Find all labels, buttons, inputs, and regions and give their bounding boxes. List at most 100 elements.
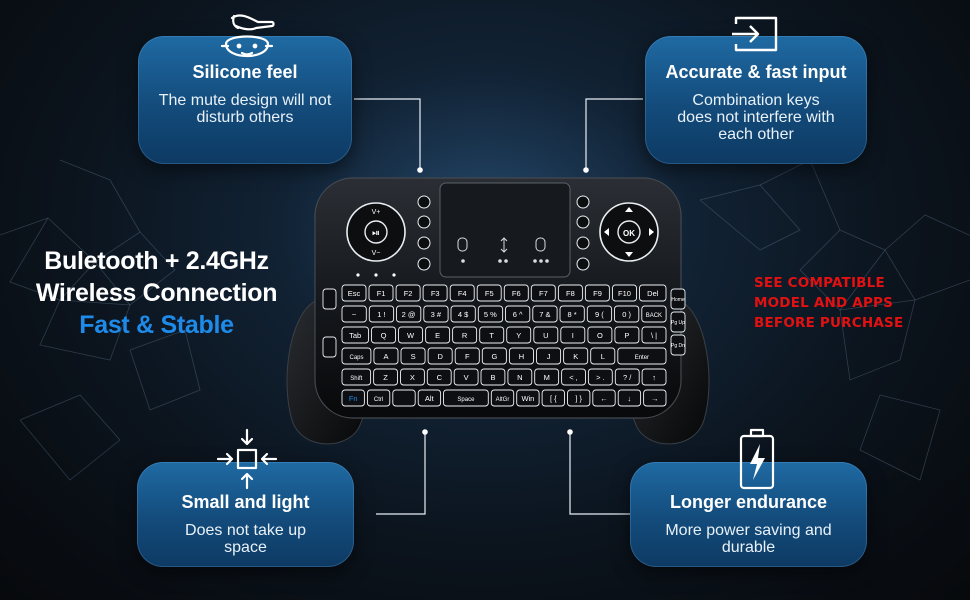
key[interactable] bbox=[557, 284, 583, 302]
key[interactable] bbox=[423, 305, 449, 323]
key[interactable] bbox=[366, 389, 391, 407]
key[interactable] bbox=[612, 284, 637, 302]
key[interactable] bbox=[532, 305, 558, 323]
key[interactable] bbox=[341, 389, 365, 407]
key[interactable] bbox=[341, 305, 367, 323]
key-label: F1 bbox=[377, 289, 386, 298]
key-label: W bbox=[407, 331, 415, 340]
side-key-right-3[interactable] bbox=[670, 334, 686, 356]
key[interactable] bbox=[453, 368, 479, 386]
key[interactable] bbox=[477, 305, 504, 323]
key[interactable] bbox=[643, 389, 667, 407]
key[interactable] bbox=[398, 326, 423, 344]
key[interactable] bbox=[533, 326, 559, 344]
key[interactable] bbox=[617, 389, 642, 407]
key[interactable] bbox=[560, 326, 586, 344]
play-pause-label: ⏯ bbox=[372, 228, 380, 239]
side-key-right-2[interactable] bbox=[670, 311, 686, 333]
key[interactable] bbox=[587, 326, 613, 344]
key[interactable] bbox=[341, 284, 367, 302]
key[interactable] bbox=[534, 368, 560, 386]
side-key-left-bottom[interactable] bbox=[322, 336, 337, 358]
key[interactable] bbox=[503, 284, 529, 302]
key[interactable] bbox=[341, 368, 372, 386]
key-label: Fn bbox=[349, 394, 358, 403]
key[interactable] bbox=[392, 389, 416, 407]
key[interactable] bbox=[567, 389, 591, 407]
key[interactable] bbox=[507, 368, 533, 386]
key[interactable] bbox=[480, 368, 506, 386]
key[interactable] bbox=[400, 368, 425, 386]
key-label: 3 # bbox=[431, 310, 442, 319]
key-label: F5 bbox=[485, 289, 494, 298]
key[interactable] bbox=[479, 326, 505, 344]
key[interactable] bbox=[368, 284, 394, 302]
key[interactable] bbox=[590, 347, 616, 365]
key[interactable] bbox=[425, 326, 451, 344]
key[interactable] bbox=[541, 389, 565, 407]
key[interactable] bbox=[454, 347, 480, 365]
power-button[interactable] bbox=[417, 257, 431, 271]
key[interactable] bbox=[559, 305, 585, 323]
key[interactable] bbox=[490, 389, 515, 407]
back-button[interactable] bbox=[576, 257, 590, 271]
browser-button[interactable] bbox=[576, 236, 590, 250]
mouse-button[interactable] bbox=[417, 195, 431, 209]
left-media-pad[interactable]: ⏯ V+ V− bbox=[346, 202, 406, 262]
key[interactable] bbox=[592, 389, 616, 407]
key[interactable] bbox=[476, 284, 502, 302]
key[interactable] bbox=[426, 368, 452, 386]
key-label: Shift bbox=[350, 376, 362, 382]
key[interactable] bbox=[427, 347, 453, 365]
key[interactable] bbox=[373, 368, 398, 386]
key[interactable] bbox=[400, 347, 426, 365]
home-button[interactable] bbox=[417, 215, 431, 229]
key[interactable] bbox=[641, 326, 667, 344]
key[interactable] bbox=[586, 305, 613, 323]
key[interactable] bbox=[417, 389, 442, 407]
key-label: O bbox=[597, 331, 603, 340]
key[interactable] bbox=[563, 347, 589, 365]
feature-card-silicone: Silicone feel The mute design will not d… bbox=[138, 36, 352, 164]
key[interactable] bbox=[516, 389, 540, 407]
connection-headline: Buletooth + 2.4GHz Wireless Connection F… bbox=[14, 245, 299, 341]
key[interactable] bbox=[341, 347, 372, 365]
key[interactable] bbox=[422, 284, 448, 302]
key[interactable] bbox=[530, 284, 556, 302]
key[interactable] bbox=[371, 326, 396, 344]
key[interactable] bbox=[561, 368, 586, 386]
key[interactable] bbox=[614, 305, 640, 323]
key[interactable] bbox=[449, 284, 475, 302]
key[interactable] bbox=[452, 326, 478, 344]
key[interactable] bbox=[368, 305, 395, 323]
key[interactable] bbox=[506, 326, 532, 344]
key[interactable] bbox=[373, 347, 399, 365]
key[interactable] bbox=[614, 326, 640, 344]
side-key-right-top[interactable] bbox=[670, 288, 686, 310]
key[interactable] bbox=[505, 305, 531, 323]
key[interactable] bbox=[536, 347, 562, 365]
key[interactable] bbox=[641, 305, 667, 323]
key[interactable] bbox=[481, 347, 507, 365]
key[interactable] bbox=[508, 347, 534, 365]
mute-button[interactable] bbox=[417, 236, 431, 250]
key-label: > . bbox=[596, 373, 605, 382]
key[interactable] bbox=[396, 305, 422, 323]
side-key-left-top[interactable] bbox=[322, 288, 337, 310]
key[interactable] bbox=[639, 284, 667, 302]
key[interactable] bbox=[341, 326, 369, 344]
key[interactable] bbox=[395, 284, 421, 302]
key[interactable] bbox=[641, 368, 667, 386]
key-label: 7 & bbox=[539, 310, 550, 319]
key[interactable] bbox=[587, 368, 613, 386]
right-dpad[interactable]: OK bbox=[599, 202, 659, 262]
touchpad[interactable] bbox=[439, 182, 571, 278]
key-label: I bbox=[572, 331, 574, 340]
key[interactable] bbox=[450, 305, 476, 323]
key[interactable] bbox=[617, 347, 667, 365]
key[interactable] bbox=[443, 389, 489, 407]
key[interactable] bbox=[614, 368, 640, 386]
search-button[interactable] bbox=[576, 195, 590, 209]
settings-button[interactable] bbox=[576, 215, 590, 229]
key[interactable] bbox=[584, 284, 610, 302]
